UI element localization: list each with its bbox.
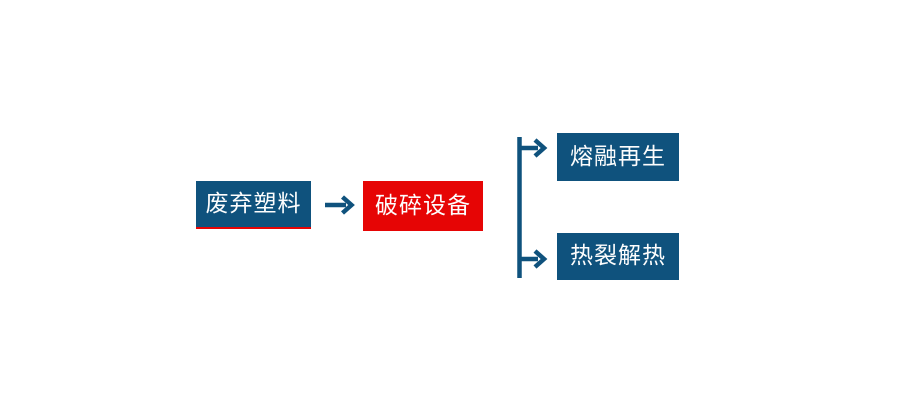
node-waste-plastic-label: 废弃塑料 bbox=[205, 190, 302, 217]
branch-bottom-arrow-head-chevron bbox=[533, 249, 548, 269]
node-crushing-equipment-label: 破碎设备 bbox=[375, 192, 471, 219]
arrow-right-icon bbox=[325, 195, 355, 215]
branch-connector bbox=[517, 137, 548, 278]
node-pyrolysis-heat-label: 热裂解热 bbox=[570, 243, 666, 269]
node-melt-regeneration: 熔融再生 bbox=[557, 133, 679, 181]
node-waste-plastic: 废弃塑料 bbox=[196, 181, 311, 229]
branch-top-arrow-head-chevron bbox=[533, 138, 548, 158]
node-crushing-equipment: 破碎设备 bbox=[363, 181, 483, 231]
node-pyrolysis-heat: 热裂解热 bbox=[557, 233, 679, 280]
node-melt-regeneration-label: 熔融再生 bbox=[570, 143, 666, 170]
arrow-head-chevron bbox=[341, 195, 355, 215]
